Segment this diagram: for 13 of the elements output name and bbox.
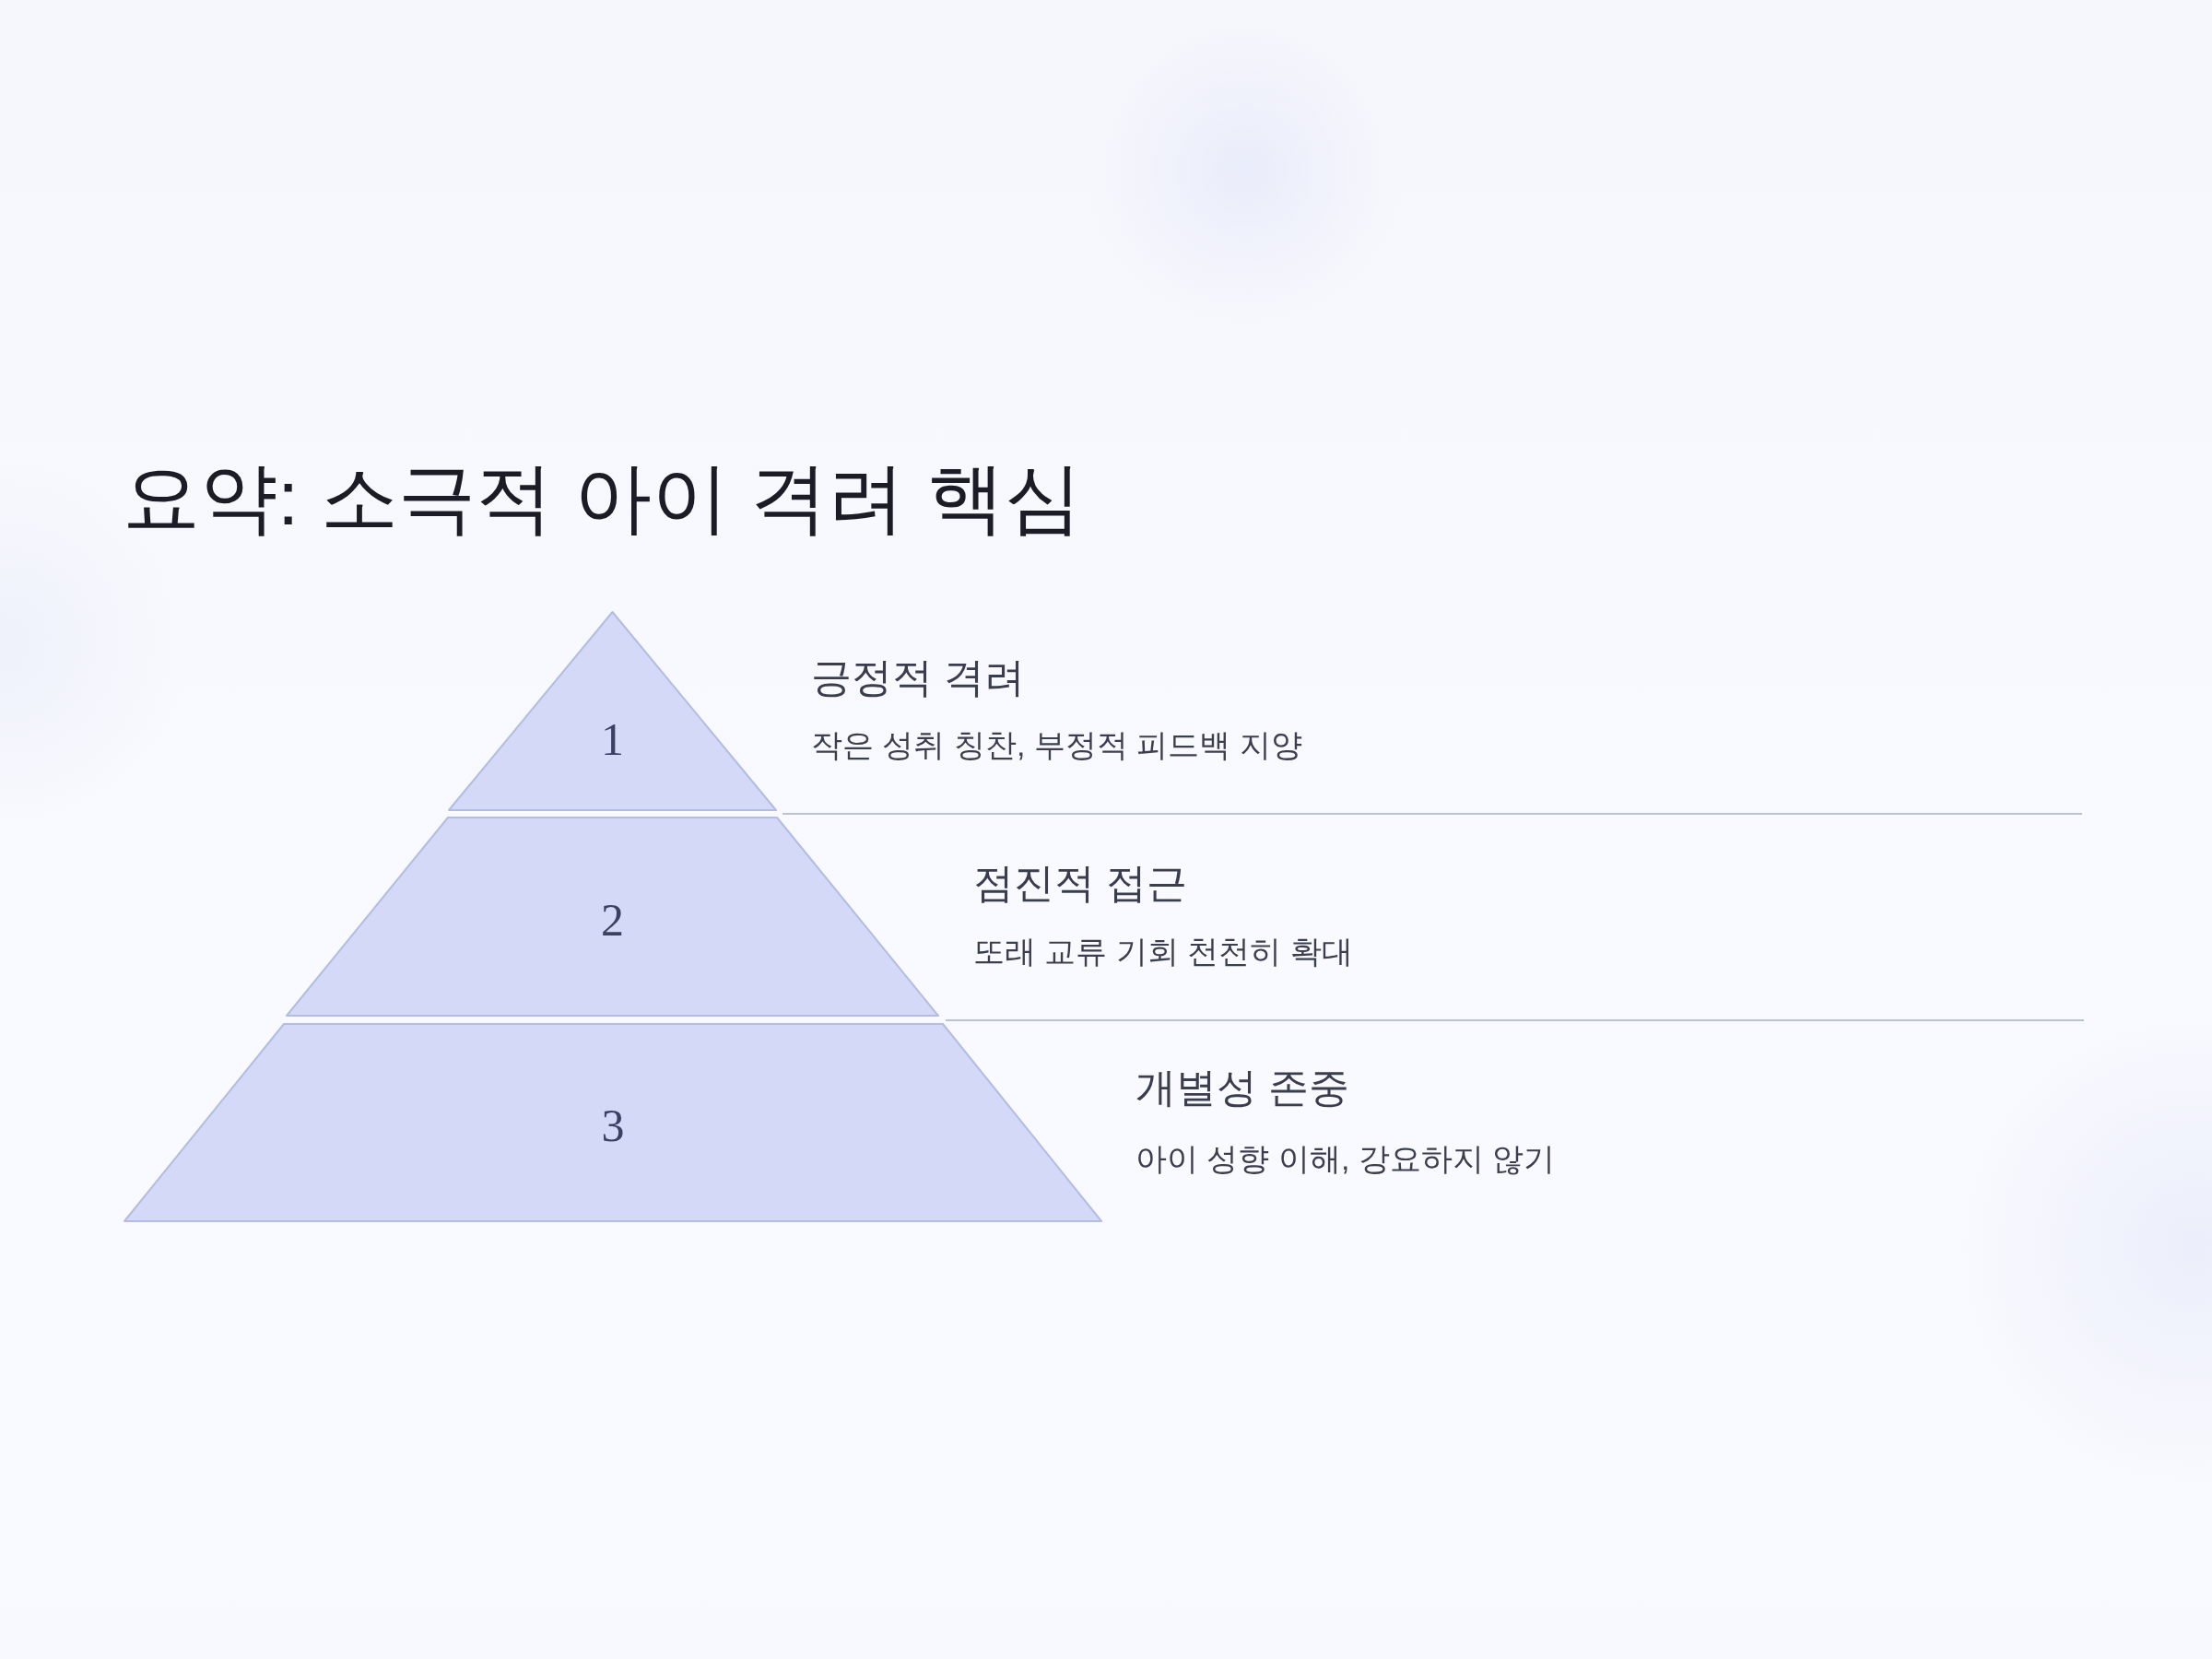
pyramid-tier [124,1024,1101,1221]
tier-description: 아이 성향 이해, 강요하지 않기 [1135,1140,1556,1178]
slide-title: 요약: 소극적 아이 격려 핵심 [123,453,1082,543]
tier-number: 3 [601,1099,625,1153]
tier-description: 작은 성취 칭찬, 부정적 피드백 지양 [811,726,1302,764]
tier-heading: 긍정적 격려 [811,653,1026,701]
pyramid-tier [449,612,776,810]
tier-description: 또래 교류 기회 천천히 확대 [973,933,1353,971]
tier-number: 1 [601,712,624,767]
tier-heading: 점진적 접근 [973,859,1188,907]
pyramid-tier [287,818,938,1016]
tier-heading: 개별성 존중 [1135,1064,1350,1112]
tier-number: 2 [601,893,624,947]
